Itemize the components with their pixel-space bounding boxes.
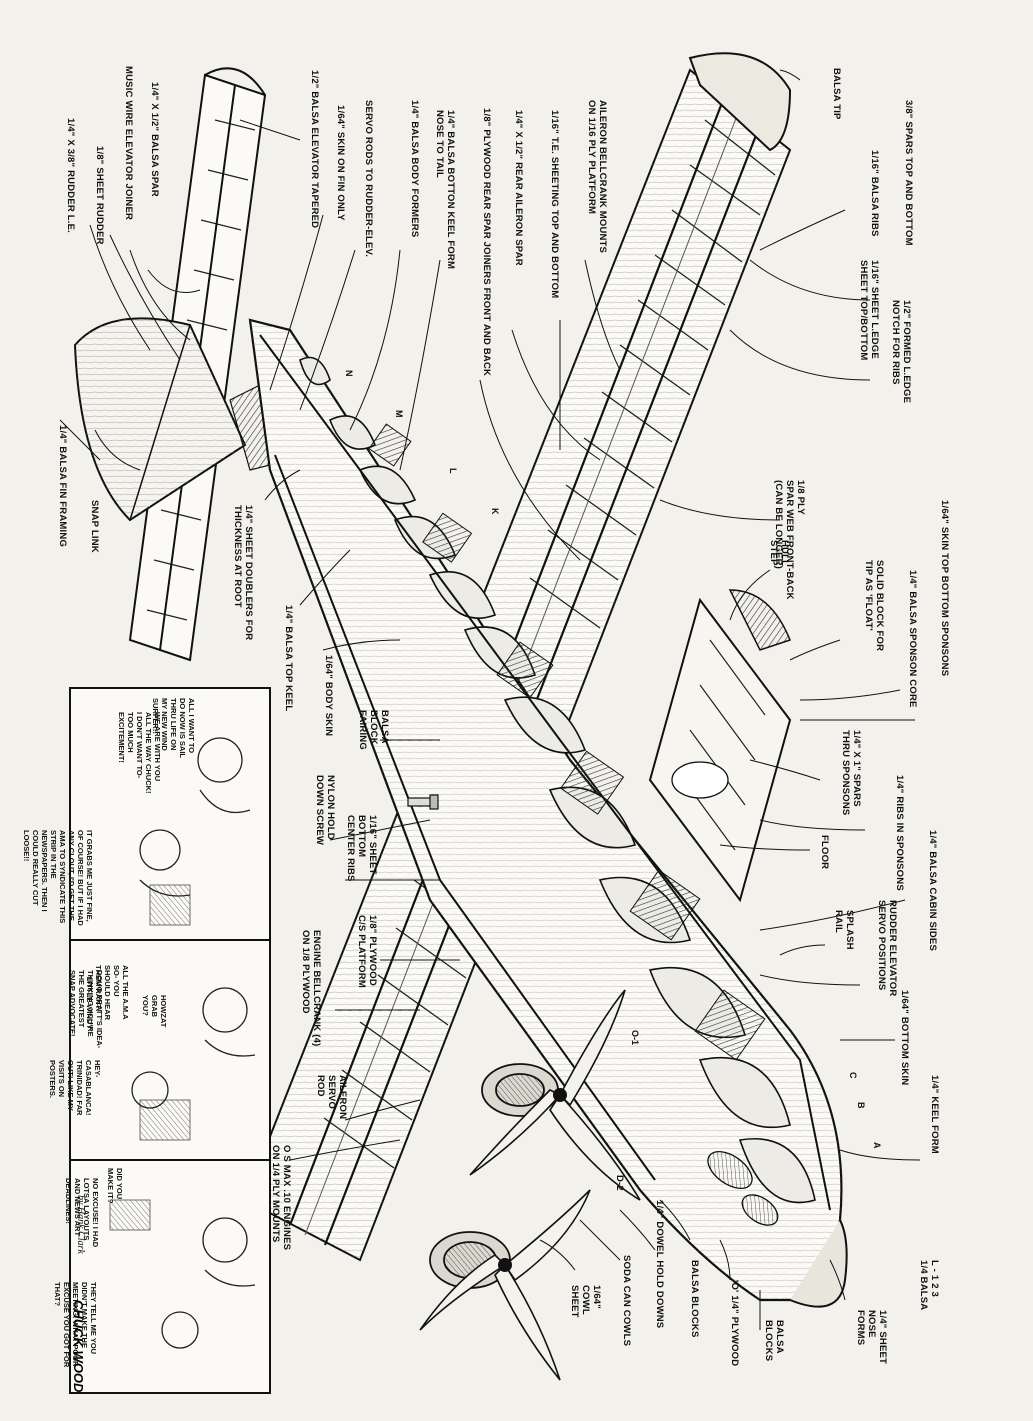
label-bellcrank-mounts: AILERON BELLCRANK MOUNTS ON 1/16 PLY PLA… bbox=[586, 100, 608, 254]
label-bottom-skin: 1/64" BOTTOM SKIN bbox=[899, 990, 910, 1086]
label-solid-block: SOLID BLOCK FOR TIP AS 'FLOAT' bbox=[863, 560, 885, 652]
label-sheet-doublers: 1/4" SHEET DOUBLERS FOR THICKNESS AT ROO… bbox=[232, 505, 254, 641]
comic-balloon-8: IT GRABS ME JUST FINE, OF COURSE! BUT IF… bbox=[22, 830, 94, 926]
label-spars-top-bottom: 3/8" SPARS TOP AND BOTTOM bbox=[903, 100, 914, 246]
label-skin-sponsons: 1/64" SKIN TOP BOTTOM SPONSONS bbox=[939, 500, 950, 677]
label-rudder-le: 1/4" X 3/8" RUDDER L.E. bbox=[65, 118, 76, 233]
label-sheet-le: 1/16" SHEET L.EDGE SHEET TOP/BOTTOM bbox=[858, 260, 880, 361]
comic-balloon-7: HOWZAT GRAB YOU? bbox=[141, 995, 168, 1028]
label-dowel-hold-downs: 1/4" DOWEL HOLD DOWNS bbox=[654, 1200, 665, 1329]
label-cabin-sides: 1/4" BALSA CABIN SIDES bbox=[927, 830, 938, 951]
comic-balloon-10: ALL I WANT TO DO NOW IS SAIL THRU LIFE O… bbox=[151, 698, 196, 758]
label-spar-joiners: 1/8" PLYWOOD REAR SPAR JOINERS FRONT AND… bbox=[481, 108, 492, 377]
fuselage bbox=[248, 318, 848, 1308]
comic-balloon-2: NO EXCUSE! I HAD LOTSA LAYOUTS AND NEWS … bbox=[64, 1178, 100, 1248]
label-hull-step: HULL STEP bbox=[768, 540, 790, 567]
label-engines: O S MAX .10 ENGINES ON 1/4 PLY MOUNTS bbox=[270, 1145, 292, 1251]
label-bottom-keel: 1/4" BALSA BOTTON KEEL FORM NOSE TO TAIL bbox=[434, 110, 456, 270]
label-hold-down: NYLON HOLD DOWN SCREW bbox=[314, 775, 336, 846]
label-body-skin: 1/64" BODY SKIN bbox=[323, 655, 334, 737]
leader-lines bbox=[59, 69, 921, 1331]
label-balsa-tip: BALSA TIP bbox=[831, 68, 842, 120]
former-letter-k: K bbox=[490, 508, 500, 515]
sponson bbox=[648, 589, 792, 903]
label-floor: FLOOR bbox=[819, 835, 830, 870]
label-skin-fin: 1/64" SKIN ON FIN ONLY bbox=[335, 105, 346, 221]
comic-balloon-6: ALL THE A.M.A SO- YOU SHOULD HEAR THEM R… bbox=[94, 965, 130, 1021]
engines bbox=[419, 989, 641, 1381]
label-splash-rail: SPLASH RAIL bbox=[833, 910, 855, 950]
former-letter-n: N bbox=[344, 370, 354, 377]
label-d2: D-2 bbox=[614, 1175, 625, 1191]
label-balsa-blocks-nose: BALSA BLOCKS bbox=[763, 1320, 785, 1362]
label-soda-can-cowls: SODA CAN COWLS bbox=[621, 1255, 632, 1347]
label-l123: L - 1 2 3 1/4 BALSA bbox=[918, 1260, 940, 1311]
label-o-plywood: 'O' 1/4" PLYWOOD bbox=[729, 1280, 740, 1367]
former-letter-b: B bbox=[856, 1102, 866, 1109]
hold-down-screw bbox=[407, 794, 439, 810]
label-center-ribs: 1/16" SHEET BOTTOM CENTER RIBS bbox=[345, 815, 378, 882]
fin bbox=[73, 317, 291, 522]
label-top-keel: 1/4" BALSA TOP KEEL bbox=[283, 605, 294, 712]
label-balsa-spar: 1/4" X 1/2" BALSA SPAR bbox=[149, 82, 160, 197]
label-snap-link: SNAP LINK bbox=[89, 500, 100, 553]
former-letter-c: C bbox=[848, 1072, 858, 1079]
comic-balloon-1: THEY TELL ME YOU DIDN'T MAKE THE MEETING… bbox=[53, 1282, 98, 1368]
label-sponson-core: 1/4" BALSA SPONSON CORE bbox=[907, 570, 918, 708]
label-te-sheeting: 1/16" T.E. SHEETING TOP AND BOTTOM bbox=[549, 110, 560, 299]
comic-strip bbox=[69, 687, 271, 1394]
label-ribs-sponsons: 1/4" RIBS IN SPONSONS bbox=[894, 775, 905, 891]
comic-balloon-4: HEY- CASABLANCA! TRINIDAD! FAR OUT! LIKE… bbox=[48, 1060, 102, 1116]
label-block-fairing: BALSA BLOCK FAIRING bbox=[357, 710, 390, 750]
label-music-wire: MUSIC WIRE ELEVATOR JOINER bbox=[123, 66, 134, 221]
label-engine-bellcrank: ENGINE BELLCRANK (4) ON 1/8 PLYWOOD bbox=[300, 930, 322, 1047]
label-keel-form: 1/4" KEEL FORM bbox=[929, 1075, 940, 1154]
label-balsa-blocks: BALSA BLOCKS bbox=[689, 1260, 700, 1338]
comic-balloon-3: DID YOU MAKE IT? bbox=[106, 1168, 124, 1204]
label-spars-sponsons: 1/4" X 1" SPARS THRU SPONSONS bbox=[840, 730, 862, 816]
label-cs-platform: 1/8" PLYWOOD C/S PLATFORM bbox=[356, 915, 378, 988]
label-elevator-tapered: 1/2" BALSA ELEVATOR TAPERED bbox=[309, 70, 320, 229]
label-body-formers: 1/4" BALSA BODY FORMERS bbox=[409, 100, 420, 238]
former-letter-m: M bbox=[394, 410, 404, 418]
label-servo-positions: RUDDER ELEVATOR SERVO POSITIONS bbox=[876, 900, 898, 997]
label-fin-framing: 1/4" BALSA FIN FRAMING bbox=[57, 425, 68, 548]
label-rear-aileron-spar: 1/4" X 1/2" REAR AILERON SPAR bbox=[513, 110, 524, 266]
label-cowl-sheet: 1/64" COWL SHEET bbox=[569, 1285, 602, 1318]
label-aileron-servo: AILERON SERVO ROD bbox=[315, 1075, 348, 1120]
label-formed-le: 1/2" FORMED L.EDGE NOTCH FOR RIBS bbox=[890, 300, 912, 404]
label-balsa-ribs: 1/16" BALSA RIBS bbox=[869, 150, 880, 237]
former-letter-a: A bbox=[872, 1142, 882, 1149]
label-servo-rods: SERVO RODS TO RUDDER-ELEV. bbox=[363, 100, 374, 258]
label-nose-forms: 1/4" SHEET NOSE FORMS bbox=[855, 1310, 888, 1365]
label-sheet-rudder: 1/8" SHEET RUDDER bbox=[94, 146, 105, 245]
former-letter-o1: O-1 bbox=[630, 1030, 640, 1046]
former-letter-l: L bbox=[448, 468, 458, 474]
